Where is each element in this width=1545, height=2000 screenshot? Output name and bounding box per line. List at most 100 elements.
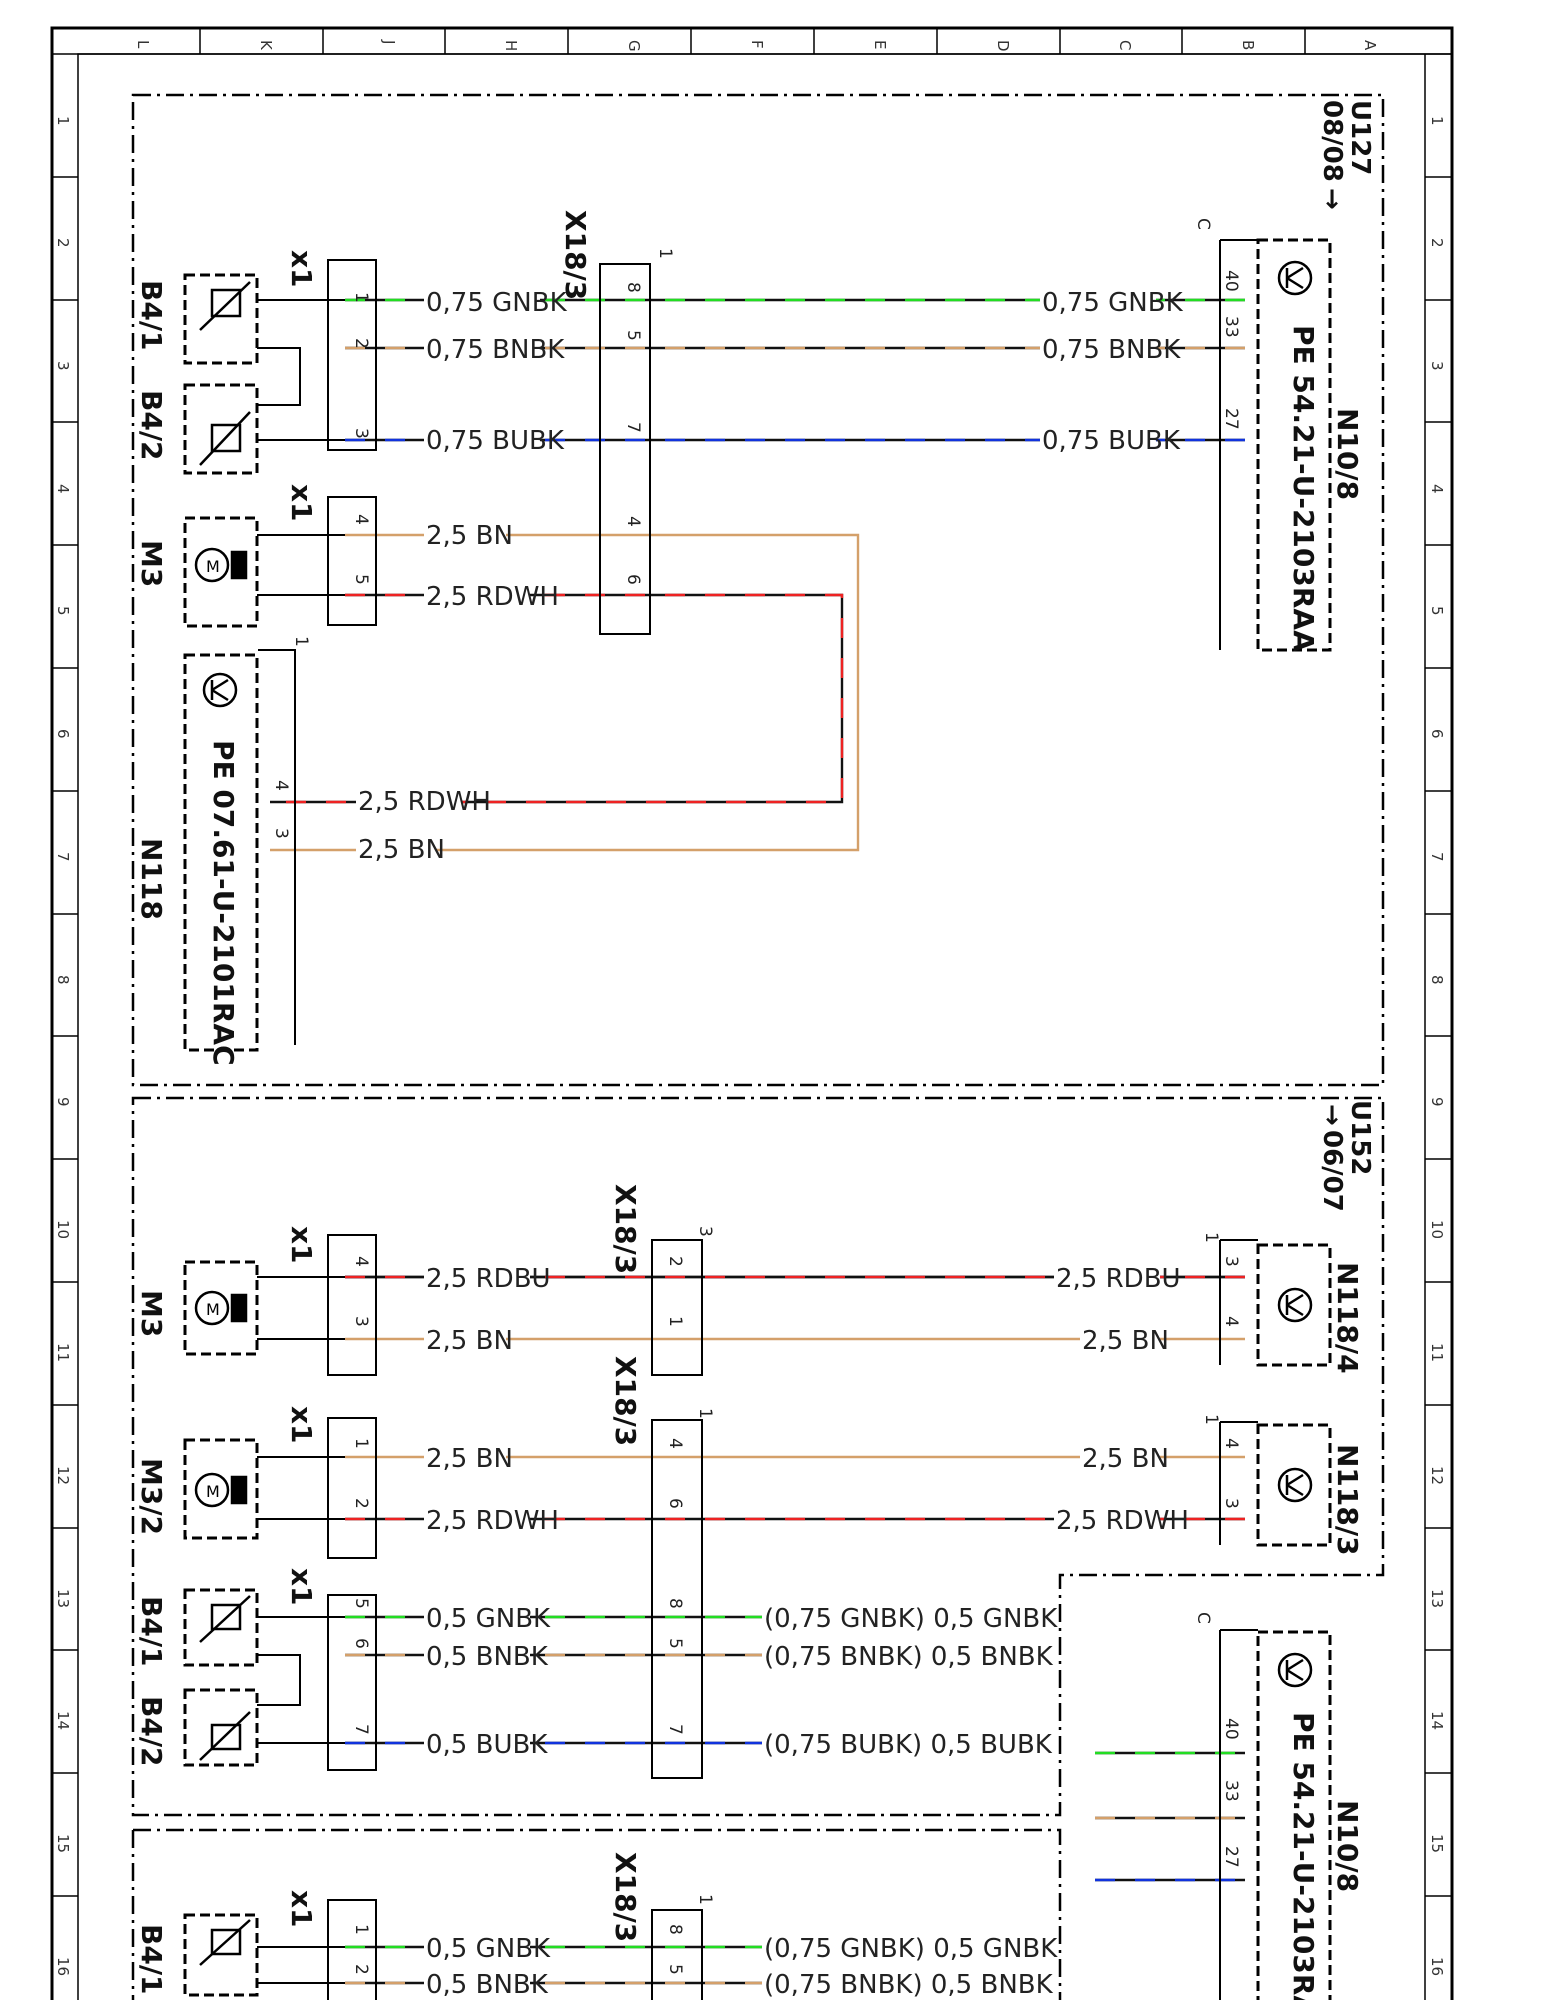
connector-x18-3 [651, 1419, 703, 1779]
svg-text:M: M [206, 1300, 220, 1319]
pin-number: 1 [665, 1316, 685, 1327]
module-n118-4 [1256, 1243, 1332, 1367]
connector-label: x1 [285, 250, 318, 288]
pin-number: 2 [351, 338, 371, 349]
pin-number: 7 [665, 1724, 685, 1735]
pin-number: 2 [351, 1964, 371, 1975]
col-label: L [134, 40, 152, 49]
component-label: M3 [135, 540, 168, 587]
pin-number: 33 [1221, 1780, 1241, 1802]
sensor-b4-1 [183, 1588, 259, 1667]
connector-n10-8 [1219, 239, 1258, 650]
transistor-icon [1277, 1467, 1313, 1503]
motor-icon: M [194, 1290, 248, 1326]
connector-label: X18/3 [559, 210, 592, 300]
pin-number: 5 [351, 1598, 371, 1609]
wire-label: (0,75 BNBK) 0,5 BNBK [764, 1642, 1054, 1672]
wire-label: 0,75 BUBK [1042, 426, 1181, 456]
row-labels-right: 1 2 3 4 5 6 7 8 9 10 11 12 13 14 15 16 [1428, 116, 1446, 1976]
row-label: 14 [1428, 1711, 1446, 1730]
connector-x18-3 [599, 263, 651, 635]
module-part-number: PE 54.21-U-2103RAA [1287, 325, 1320, 652]
col-label: H [502, 40, 520, 51]
module-n10-8 [1256, 238, 1332, 652]
connector-label: X18/3 [609, 1852, 642, 1942]
wire-label: 2,5 BN [1082, 1444, 1169, 1474]
transistor-icon [202, 672, 238, 708]
row-label: 5 [1428, 606, 1446, 616]
component-label: M3 [135, 1290, 168, 1337]
pin-number: 8 [665, 1924, 685, 1935]
sensor-b4-2 [183, 1688, 259, 1767]
pin-number: 33 [1221, 316, 1241, 338]
component-label: N10/8 [1331, 1800, 1364, 1892]
lead [257, 299, 345, 596]
pin-number: 1 [1201, 1232, 1221, 1243]
row-markers [52, 176, 1452, 1897]
section-model: U152 [1345, 1100, 1375, 1175]
pin-number: 3 [351, 1316, 371, 1327]
wire-labels: 0,75 GNBK 0,75 BNBK 0,75 BUBK 2,5 BN 2,5… [356, 286, 1189, 2000]
section-arrow: → [1317, 1104, 1347, 1126]
col-label: G [625, 40, 643, 52]
pin-number: 8 [623, 282, 643, 293]
pin-number: 2 [351, 1498, 371, 1509]
svg-text:M: M [206, 1482, 220, 1501]
row-labels-left: 1 2 3 4 5 6 7 8 9 10 11 12 13 14 15 16 [54, 116, 72, 1976]
pin-number: 4 [351, 514, 371, 525]
wire-label: 0,75 GNBK [1042, 288, 1184, 318]
connectors [258, 239, 1258, 2000]
connector-x1 [327, 1594, 377, 1771]
row-label: 7 [1428, 852, 1446, 862]
pin-number: 27 [1221, 1846, 1241, 1868]
section-model: U127 [1345, 100, 1375, 175]
pin-number: 3 [1221, 1256, 1241, 1267]
pin-number: 2 [665, 1256, 685, 1267]
thermistor-icon [199, 411, 251, 466]
row-label: 16 [54, 1957, 72, 1976]
wire-label: 2,5 RDWH [1056, 1506, 1189, 1536]
component-label: B4/2 [135, 390, 168, 461]
transistor-icon [1277, 1652, 1313, 1688]
row-label: 6 [54, 729, 72, 739]
row-label: 16 [1428, 1957, 1446, 1976]
col-label: F [748, 40, 766, 49]
wire [270, 533, 860, 852]
connector-label: X18/3 [609, 1184, 642, 1274]
pin-number: 1 [655, 248, 675, 259]
pin-numbers: 1 2 3 4 5 8 5 7 4 6 1 40 33 27 4 3 1 4 3… [271, 248, 1241, 1975]
connector-x1 [327, 259, 377, 451]
pin-number: 5 [665, 1964, 685, 1975]
component-boxes [183, 238, 1332, 2000]
pin-number: 1 [351, 1438, 371, 1449]
row-label: 10 [54, 1220, 72, 1239]
section-boundaries [131, 93, 1385, 2000]
module-n118 [183, 653, 259, 1052]
connector-x1 [327, 496, 377, 626]
connector-label: x1 [285, 1568, 318, 1606]
wire-label: 0,5 BNBK [426, 1970, 549, 2000]
wire-label: (0,75 BUBK) 0,5 BUBK [764, 1730, 1053, 1760]
svg-text:M: M [206, 557, 220, 576]
row-label: 14 [54, 1711, 72, 1730]
row-label: 10 [1428, 1220, 1446, 1239]
pin-number: 1 [695, 1408, 715, 1419]
motor-m3-2 [183, 1438, 259, 1540]
column-labels: L K J H G F E D C B A [134, 39, 1379, 52]
wire-label: 0,75 BNBK [1042, 335, 1181, 365]
component-label: N118/4 [1331, 1262, 1364, 1374]
thermistor-icon [199, 1919, 251, 1966]
pin-number: 7 [623, 422, 643, 433]
col-label: C [1116, 40, 1134, 50]
column-markers [199, 28, 1306, 54]
wire-label: 2,5 RDWH [426, 582, 559, 612]
motor-icon: M [194, 1472, 248, 1508]
section-arrow: → [1317, 188, 1347, 210]
module-part-number: PE 54.21-U-2103RAA [1287, 1712, 1320, 2000]
row-label: 8 [54, 975, 72, 985]
row-label: 5 [54, 606, 72, 616]
wire-label: 0,75 BNBK [426, 335, 565, 365]
row-label: 15 [1428, 1834, 1446, 1853]
row-label: 4 [54, 484, 72, 494]
module-n10-8 [1256, 1630, 1332, 2000]
